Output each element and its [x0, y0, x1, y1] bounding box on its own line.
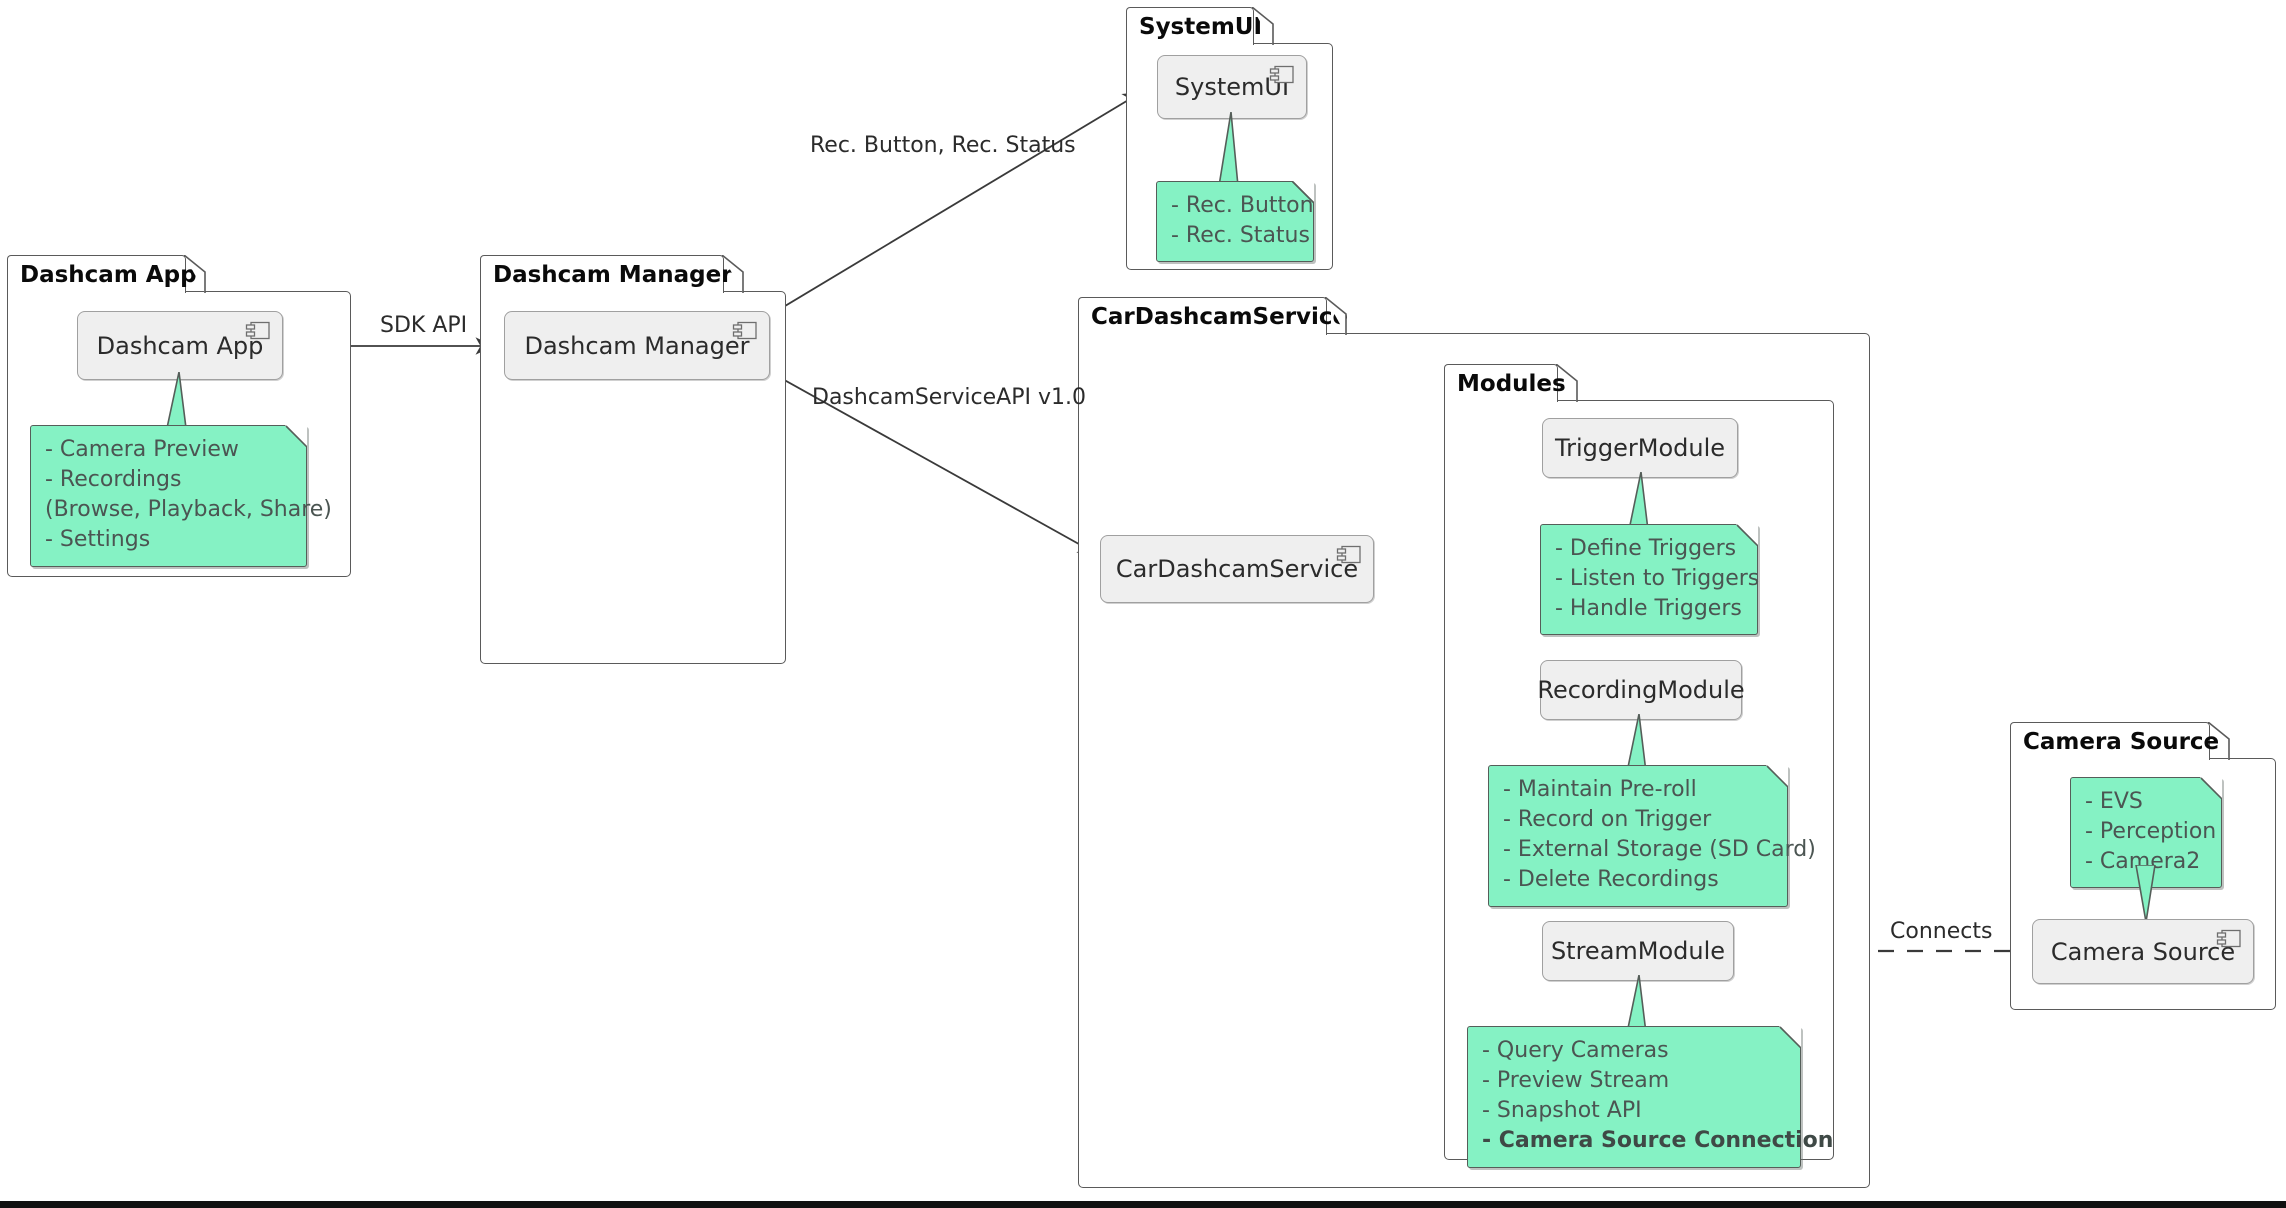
component-trigger-module-label: TriggerModule	[1554, 434, 1726, 462]
note-fold-icon	[285, 425, 307, 447]
package-modules-tab: Modules	[1444, 364, 1566, 402]
note-stem-system-ui	[1218, 112, 1239, 187]
uml-component-icon	[2216, 929, 2241, 948]
uml-component-icon	[1336, 545, 1361, 564]
component-dashcam-manager[interactable]: Dashcam Manager	[504, 311, 770, 380]
package-dashcam-manager-label: Dashcam Manager	[493, 261, 733, 288]
edge-label-dashcam-service-api: DashcamServiceAPI v1.0	[812, 385, 1086, 410]
component-camera-source-label: Camera Source	[2050, 937, 2236, 966]
component-trigger-module[interactable]: TriggerModule	[1542, 418, 1738, 478]
package-dashcam-app-label: Dashcam App	[20, 261, 197, 288]
uml-component-icon	[1269, 65, 1294, 84]
package-tab-corner	[184, 255, 206, 293]
package-tab-corner	[1252, 7, 1274, 45]
note-line: - Delete Recordings	[1503, 867, 1719, 893]
note-line: - Query Cameras	[1482, 1038, 1669, 1063]
note-line: - Listen to Triggers	[1555, 566, 1760, 592]
package-system-ui-label: SystemUI	[1139, 13, 1263, 40]
note-line: - Camera Preview	[45, 437, 239, 462]
edge-rec-button-status	[744, 92, 1142, 331]
edge-label-rec-button-status: Rec. Button, Rec. Status	[810, 133, 1076, 158]
note-dashcam-app: - Camera Preview - Recordings (Browse, P…	[30, 425, 332, 567]
component-car-dashcam-service-label: CarDashcamService	[1115, 555, 1359, 583]
package-system-ui-tab: SystemUI	[1126, 7, 1262, 45]
note-stem-camera-source	[2135, 865, 2156, 923]
note-line: - Rec. Button	[1171, 193, 1314, 218]
note-line: - Define Triggers	[1555, 536, 1737, 561]
component-stream-module[interactable]: StreamModule	[1542, 921, 1734, 981]
note-line: - Recordings	[45, 467, 182, 493]
note-fold-icon	[1736, 524, 1758, 546]
note-line: - Preview Stream	[1482, 1068, 1670, 1094]
package-modules-label: Modules	[1457, 370, 1566, 397]
note-line: - Snapshot API	[1482, 1098, 1642, 1124]
note-line: (Browse, Playback, Share)	[45, 497, 332, 523]
note-line: - Record on Trigger	[1503, 807, 1712, 833]
note-line: - EVS	[2085, 789, 2143, 814]
note-trigger-module: - Define Triggers - Listen to Triggers -…	[1540, 524, 1760, 636]
note-line: - Rec. Status	[1171, 223, 1310, 249]
package-car-dashcam-service-tab: CarDashcamService	[1078, 297, 1348, 335]
note-fold-icon	[1292, 181, 1314, 203]
package-camera-source-tab: Camera Source	[2010, 722, 2219, 760]
note-fold-icon	[1779, 1026, 1801, 1048]
note-stream-module: - Query Cameras - Preview Stream - Snaps…	[1467, 1026, 1834, 1168]
package-tab-corner	[1556, 364, 1578, 402]
uml-component-icon	[245, 321, 270, 340]
component-stream-module-label: StreamModule	[1550, 937, 1726, 965]
package-tab-corner	[2208, 722, 2230, 760]
note-fold-icon	[1766, 765, 1788, 787]
component-dashcam-app[interactable]: Dashcam App	[77, 311, 283, 380]
component-dashcam-app-label: Dashcam App	[96, 331, 264, 360]
edge-label-sdk-api: SDK API	[380, 313, 468, 338]
note-line: - External Storage (SD Card)	[1503, 837, 1816, 863]
note-line: - Perception	[2085, 819, 2217, 845]
note-system-ui: - Rec. Button - Rec. Status	[1156, 181, 1314, 263]
package-tab-corner	[722, 255, 744, 293]
component-car-dashcam-service[interactable]: CarDashcamService	[1100, 535, 1374, 603]
note-fold-icon	[2200, 777, 2222, 799]
note-line: - Settings	[45, 527, 151, 553]
component-system-ui[interactable]: SystemUI	[1157, 55, 1307, 119]
package-dashcam-manager-tab: Dashcam Manager	[480, 255, 733, 293]
edge-label-connects: Connects	[1890, 919, 1993, 944]
uml-component-icon	[732, 321, 757, 340]
package-car-dashcam-service-label: CarDashcamService	[1091, 303, 1349, 330]
package-camera-source-label: Camera Source	[2023, 728, 2220, 755]
note-line: - Camera Source Connection	[1482, 1128, 1834, 1154]
package-tab-corner	[1325, 297, 1347, 335]
component-recording-module-label: RecordingModule	[1537, 676, 1745, 704]
note-stem-dashcam-app	[166, 372, 187, 429]
component-dashcam-manager-label: Dashcam Manager	[524, 331, 750, 360]
component-recording-module[interactable]: RecordingModule	[1537, 660, 1745, 720]
package-dashcam-app-tab: Dashcam App	[7, 255, 197, 293]
note-line: - Maintain Pre-roll	[1503, 777, 1697, 802]
note-recording-module: - Maintain Pre-roll - Record on Trigger …	[1488, 765, 1816, 907]
component-camera-source[interactable]: Camera Source	[2032, 919, 2254, 984]
note-line: - Handle Triggers	[1555, 596, 1742, 622]
